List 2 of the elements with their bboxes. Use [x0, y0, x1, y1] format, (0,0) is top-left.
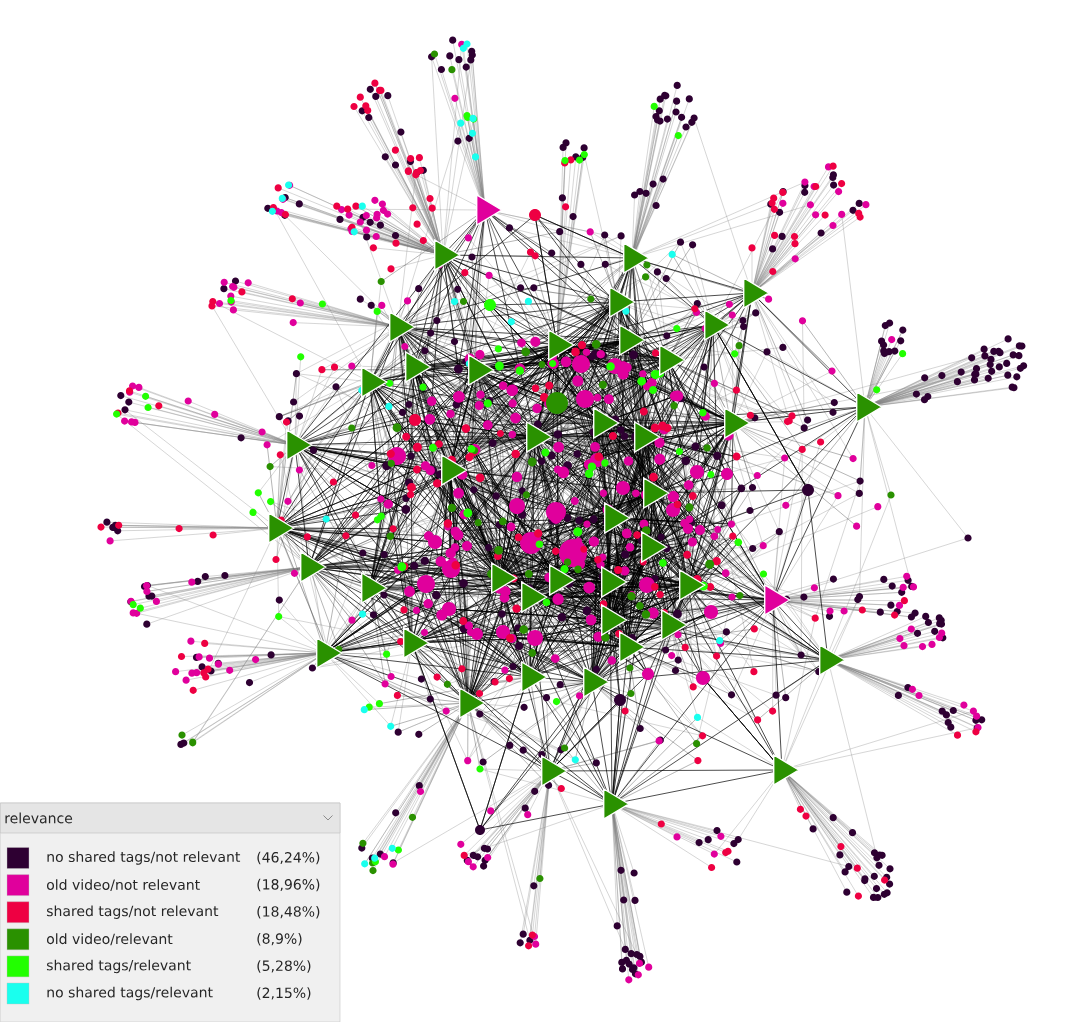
- percentage-label: (2,15%): [257, 987, 311, 1000]
- legend-label: no shared tags/relevant: [47, 986, 213, 1001]
